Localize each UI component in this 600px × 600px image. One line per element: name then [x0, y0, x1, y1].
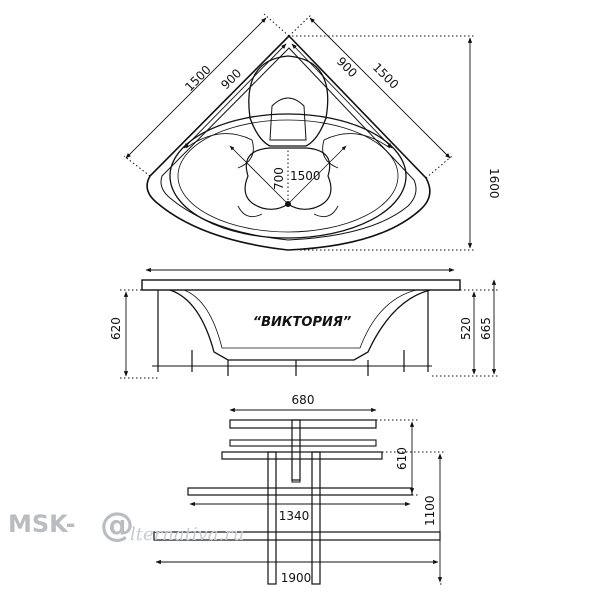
- label-height-b: 665: [479, 317, 493, 340]
- tub-outline-top: [146, 34, 431, 251]
- watermark-at-icon: @: [100, 505, 134, 545]
- side-basin-inner: [183, 289, 417, 349]
- watermark-brand: MSK-: [8, 510, 76, 538]
- frame-center-stub: [291, 451, 301, 483]
- label-seat-width: 1500: [290, 169, 321, 183]
- ext-bottom-right: [425, 155, 453, 179]
- frame-view: 680 1340 1900 610 1100: [153, 393, 444, 585]
- ext-top-right: [288, 13, 313, 37]
- right-lower-curl: [313, 205, 339, 218]
- ext-top-left: [263, 13, 290, 37]
- frame-mid-bar: [221, 451, 383, 460]
- label-height: 1600: [487, 168, 501, 199]
- side-basin-profile: [169, 289, 431, 361]
- frame-middle-bar: [187, 487, 413, 496]
- label-seat-depth: 700: [272, 167, 286, 190]
- label-side-left: 1500: [182, 63, 213, 94]
- frame-top-bar: [229, 419, 377, 429]
- basin-outline: [169, 113, 407, 239]
- label-total-height: 620: [109, 317, 123, 340]
- side-view: “ВИКТОРИЯ” 620 520 665: [109, 267, 500, 379]
- watermark: MSK- @ lternativa.ru: [8, 505, 244, 545]
- label-inner-left: 900: [218, 66, 244, 92]
- headrest-pad: [269, 97, 307, 141]
- label-top-width: 680: [292, 393, 315, 407]
- frame-top-bar-2: [229, 439, 377, 447]
- label-bottom-width: 1900: [281, 571, 312, 585]
- model-name: “ВИКТОРИЯ”: [253, 315, 352, 330]
- frame-leg-left: [267, 451, 277, 585]
- basin-inner-line: [177, 119, 399, 233]
- label-middle-width: 1340: [279, 509, 310, 523]
- left-lower-curl: [237, 205, 263, 218]
- right-curl: [322, 133, 391, 169]
- label-inner-right: 900: [334, 54, 360, 80]
- label-side-right: 1500: [370, 60, 401, 91]
- side-rim: [141, 279, 461, 291]
- top-view: 1500 900 900 1500 700 1500 1600: [123, 13, 501, 251]
- frame-leg-right: [311, 451, 321, 585]
- tub-rim-top: [160, 47, 417, 241]
- label-height-a: 520: [459, 317, 473, 340]
- watermark-tail: lternativa.ru: [130, 524, 244, 545]
- ext-bottom-left: [123, 155, 151, 177]
- left-curl: [185, 133, 254, 169]
- dim-line-inner-right: [291, 43, 393, 149]
- frame-spine-top: [291, 419, 301, 481]
- label-depth-a: 610: [395, 447, 409, 470]
- dim-line-inner-left: [183, 43, 287, 149]
- label-depth-b: 1100: [423, 495, 437, 526]
